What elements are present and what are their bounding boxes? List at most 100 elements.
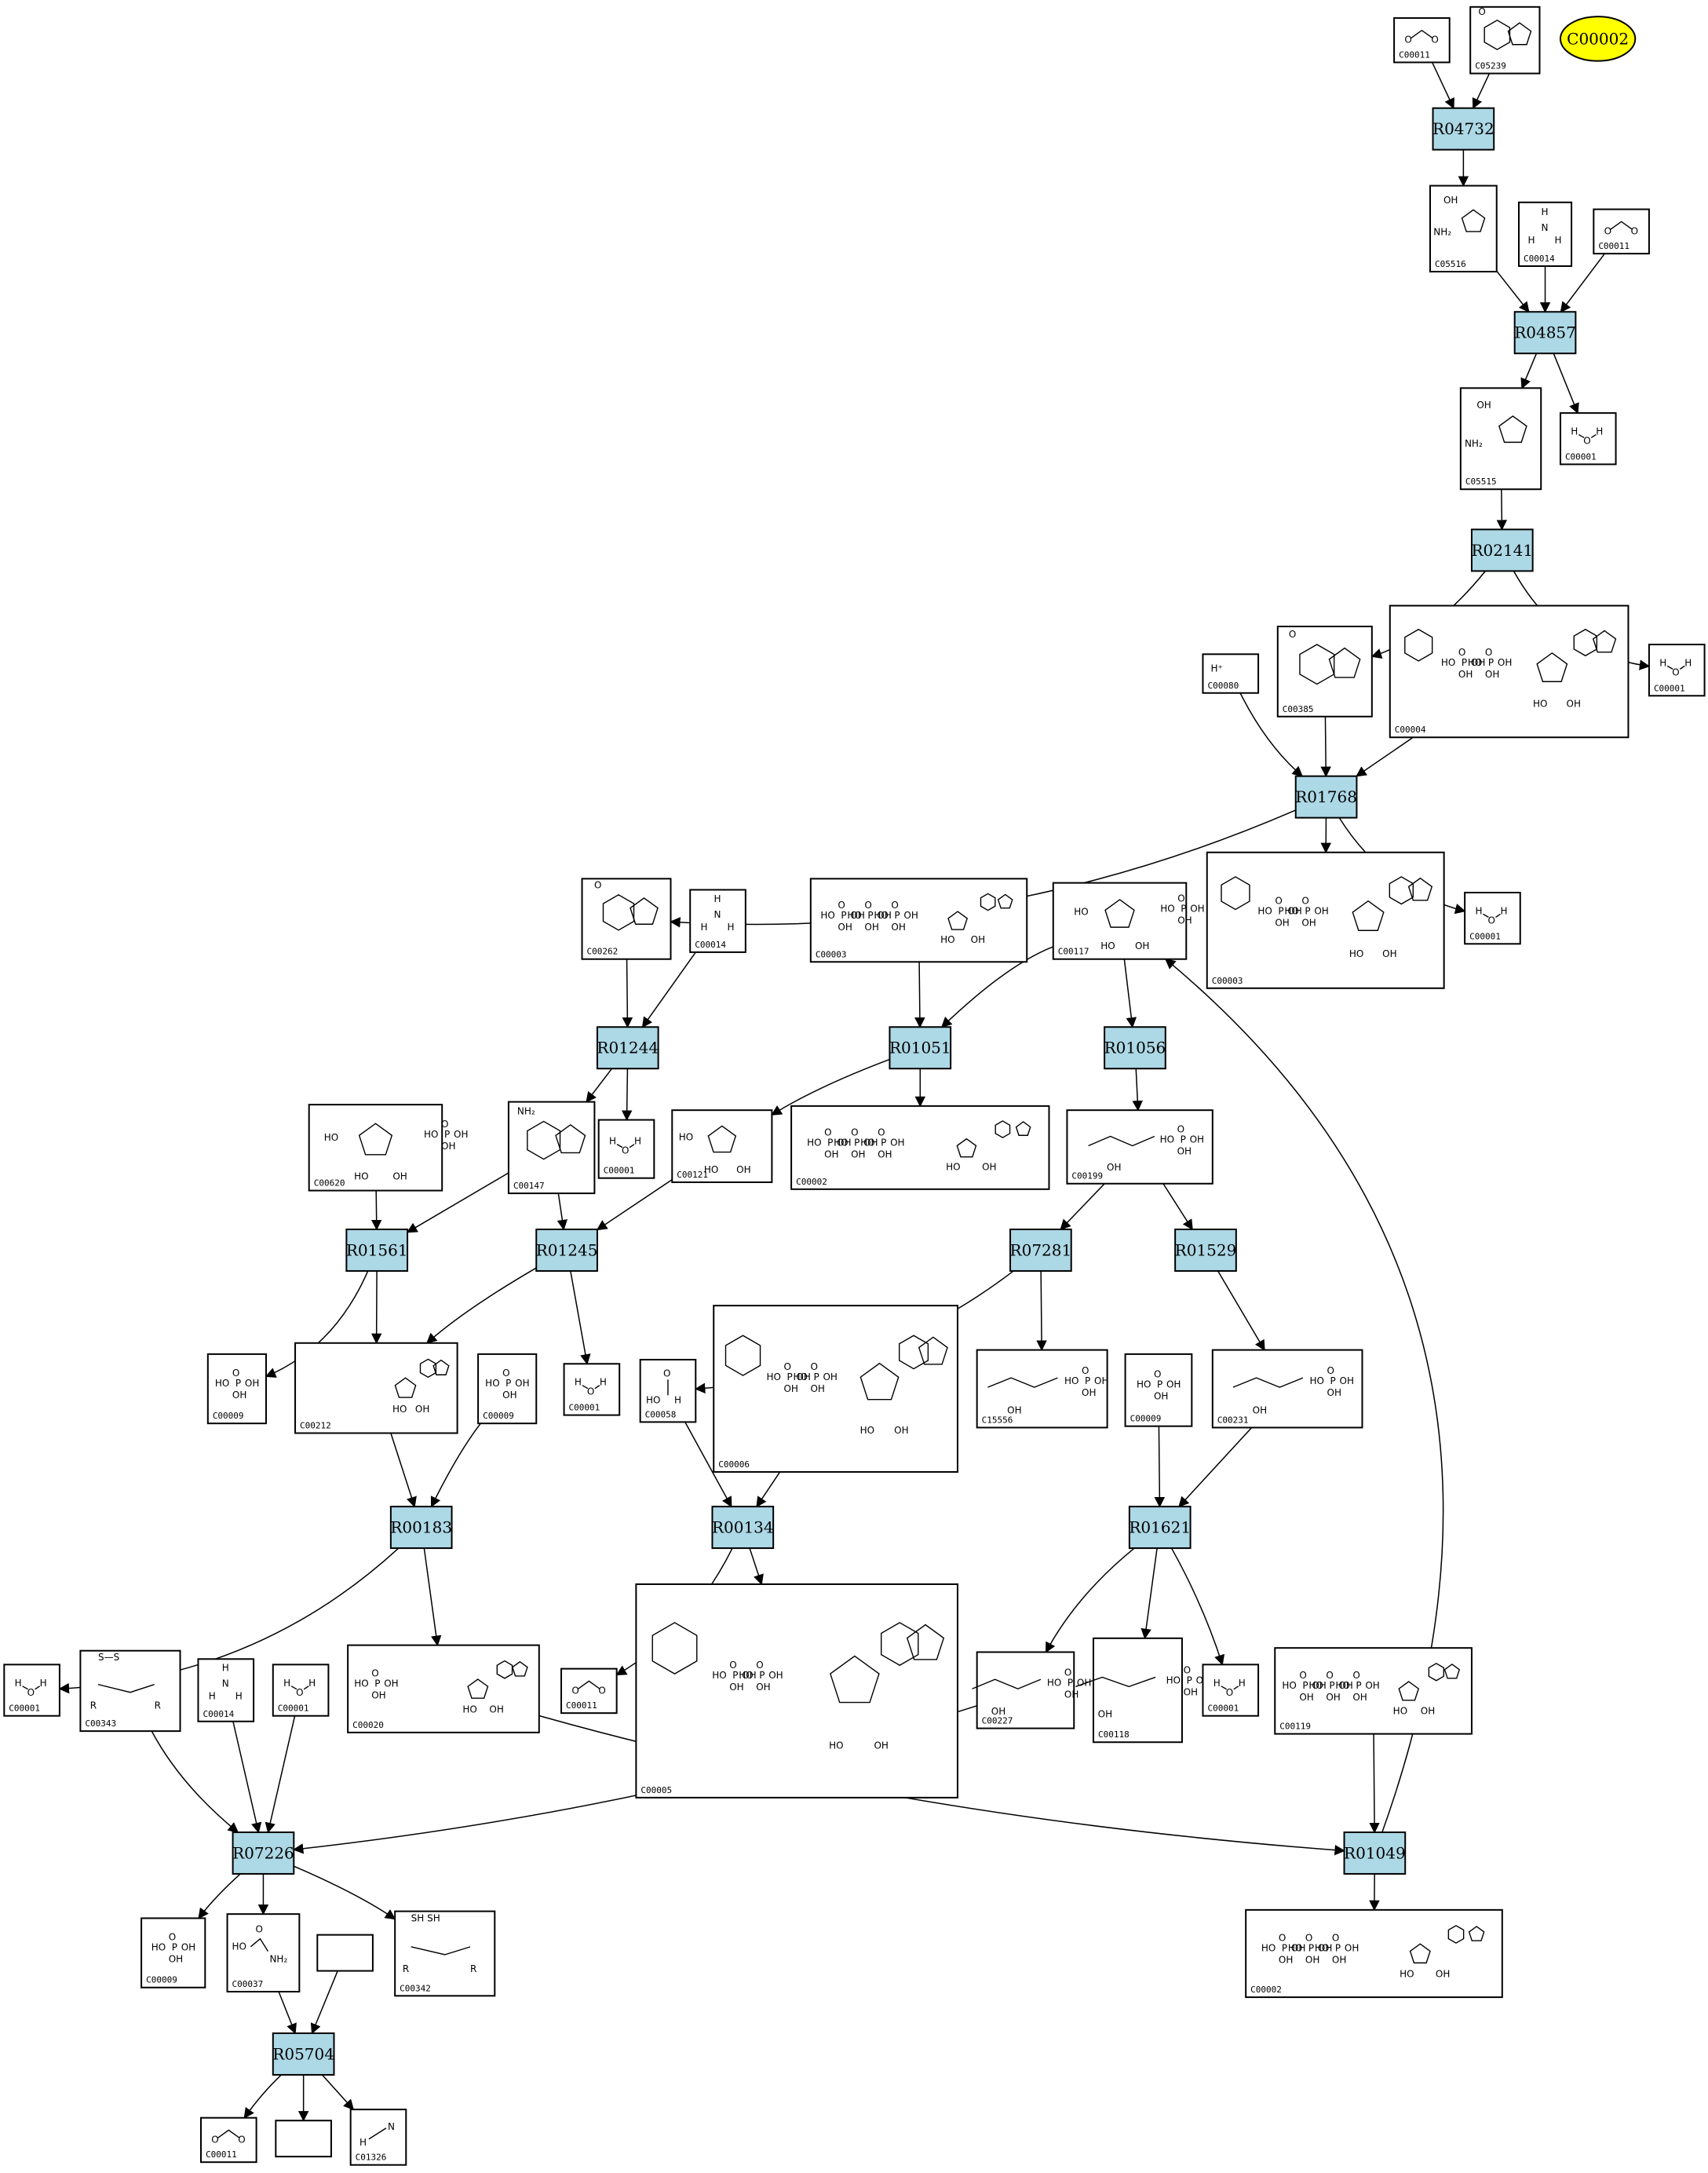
edge-R00183-c37 [423, 1547, 442, 1646]
reaction-node[interactable]: R00183 [389, 1506, 453, 1550]
svg-text:P: P [1085, 1375, 1090, 1386]
reaction-node[interactable]: R04857 [1513, 311, 1577, 355]
edge-R07281-c30 [1036, 1270, 1047, 1351]
svg-text:H: H [1684, 657, 1692, 668]
compound-label: C00011 [1598, 241, 1630, 251]
reaction-node[interactable]: R01529 [1174, 1228, 1237, 1272]
compound-box [1389, 604, 1630, 739]
reaction-node[interactable]: R01768 [1294, 775, 1358, 819]
svg-text:O: O [1583, 436, 1590, 447]
svg-text:OH: OH [1107, 1162, 1121, 1173]
svg-text:O: O [594, 880, 601, 891]
svg-text:OH: OH [1301, 917, 1316, 928]
reaction-node[interactable]: R05704 [272, 2032, 335, 2076]
compound-node[interactable] [275, 2120, 332, 2158]
svg-text:HO: HO [1160, 1134, 1174, 1145]
svg-text:N: N [1542, 222, 1549, 233]
svg-text:P: P [841, 910, 846, 921]
reaction-node[interactable]: R07226 [232, 1831, 295, 1875]
compound-node[interactable]: H⁺C00080 [1202, 653, 1260, 694]
edge-R01621-c40 [1045, 1547, 1135, 1653]
compound-node[interactable]: OHPOOHHOOHC00118 [1075, 1637, 1210, 1744]
edge-R05704-c49 [243, 2074, 282, 2119]
svg-text:P: P [786, 1371, 792, 1382]
reaction-node[interactable]: R01049 [1343, 1831, 1407, 1875]
svg-text:OH: OH [232, 1390, 246, 1401]
svg-text:P: P [1282, 1943, 1287, 1954]
reaction-node[interactable]: R01245 [535, 1228, 598, 1272]
reaction-node[interactable]: R02141 [1470, 528, 1534, 572]
reaction-node[interactable]: R04732 [1432, 107, 1495, 151]
svg-text:P: P [1302, 1680, 1308, 1691]
reaction-box [1009, 1228, 1072, 1272]
structure-glyph: HOH [575, 1377, 607, 1397]
edge-R01529-c32 [1217, 1270, 1265, 1351]
svg-text:P: P [854, 1137, 859, 1148]
svg-text:H: H [235, 1691, 243, 1702]
reaction-node[interactable]: R07281 [1009, 1228, 1072, 1272]
svg-text:HO: HO [1335, 1680, 1349, 1691]
highlight-node[interactable]: C00002 [1559, 16, 1637, 62]
reaction-node[interactable]: R01561 [345, 1228, 409, 1272]
reaction-node[interactable]: R01621 [1128, 1506, 1192, 1550]
edge-R04857-c7 [1553, 352, 1579, 415]
reaction-node[interactable]: R01051 [889, 1026, 952, 1070]
structure-glyph: O [594, 880, 659, 931]
svg-text:HO: HO [847, 910, 861, 921]
reaction-node[interactable]: R01244 [596, 1026, 659, 1070]
compound-node[interactable] [316, 1934, 374, 1972]
reaction-node[interactable]: R00134 [711, 1506, 775, 1550]
svg-text:OH: OH [1291, 1943, 1305, 1954]
reaction-node[interactable]: R01056 [1104, 1026, 1166, 1070]
